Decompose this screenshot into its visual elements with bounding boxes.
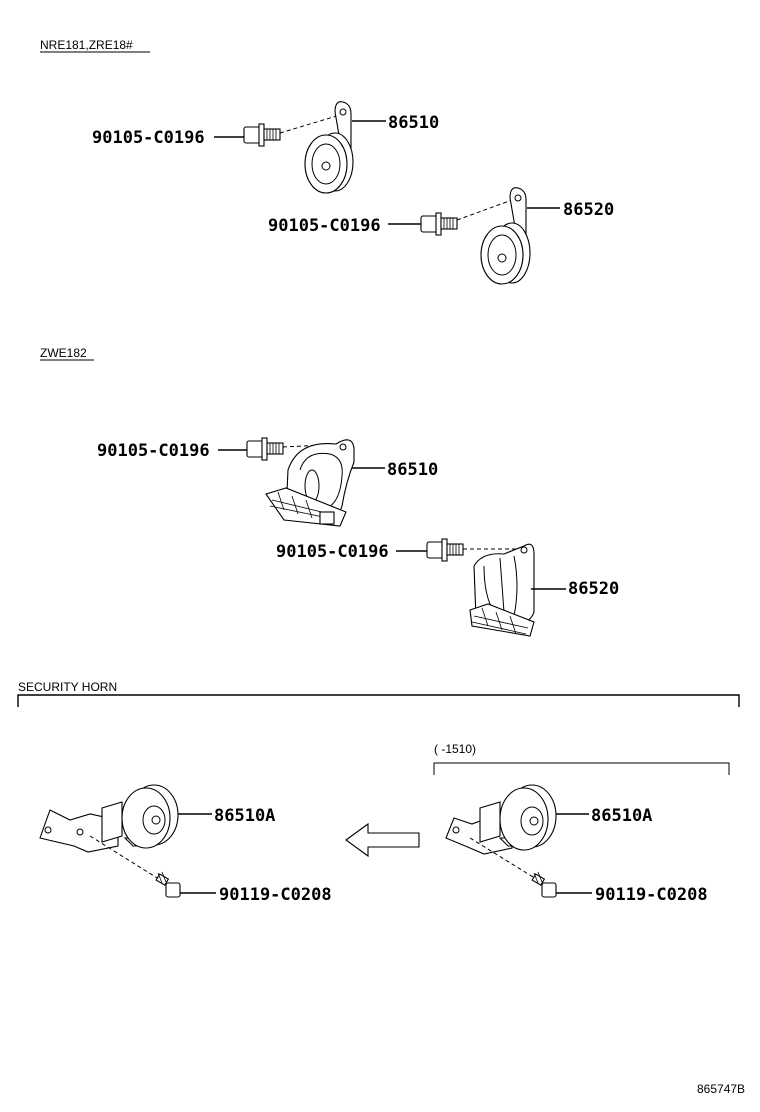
section-zwe: ZWE182 90105-C0196 86510 xyxy=(40,346,619,637)
section-security: SECURITY HORN ( -1510) 90119-C0208 86510… xyxy=(17,680,740,905)
arrow-left-icon xyxy=(345,822,420,858)
bolt-icon xyxy=(426,538,464,562)
horn-icon xyxy=(304,101,354,194)
horn-icon xyxy=(39,784,179,853)
section-bracket xyxy=(17,694,740,707)
part-label: 86510 xyxy=(388,113,439,133)
horn-icon xyxy=(469,543,535,637)
section-title-security: SECURITY HORN xyxy=(18,680,117,694)
horn-icon xyxy=(445,784,557,855)
bolt-icon xyxy=(246,437,284,461)
document-id: 865747B xyxy=(697,1082,745,1096)
part-label: 90105-C0196 xyxy=(92,128,205,148)
part-label: 86510A xyxy=(591,806,652,826)
part-label: 90105-C0196 xyxy=(97,441,210,461)
section-nre: NRE181,ZRE18# 90105-C0196 86510 xyxy=(40,38,614,285)
section-title-nre: NRE181,ZRE18# xyxy=(40,38,133,52)
range-bracket xyxy=(433,762,730,775)
bolt-icon xyxy=(531,871,557,898)
bolt-icon xyxy=(155,871,181,898)
horn-icon xyxy=(480,187,531,285)
part-label: 86520 xyxy=(568,579,619,599)
part-label: 90119-C0208 xyxy=(219,885,332,905)
part-label: 90105-C0196 xyxy=(268,216,381,236)
part-label: 86510 xyxy=(387,460,438,480)
bolt-icon xyxy=(420,212,458,236)
bolt-icon xyxy=(243,123,281,147)
part-label: 86510A xyxy=(214,806,275,826)
part-label: 90119-C0208 xyxy=(595,885,708,905)
range-label: ( -1510) xyxy=(434,742,476,756)
section-title-zwe: ZWE182 xyxy=(40,346,87,360)
part-label: 90105-C0196 xyxy=(276,542,389,562)
part-label: 86520 xyxy=(563,200,614,220)
horn-icon xyxy=(265,439,355,527)
